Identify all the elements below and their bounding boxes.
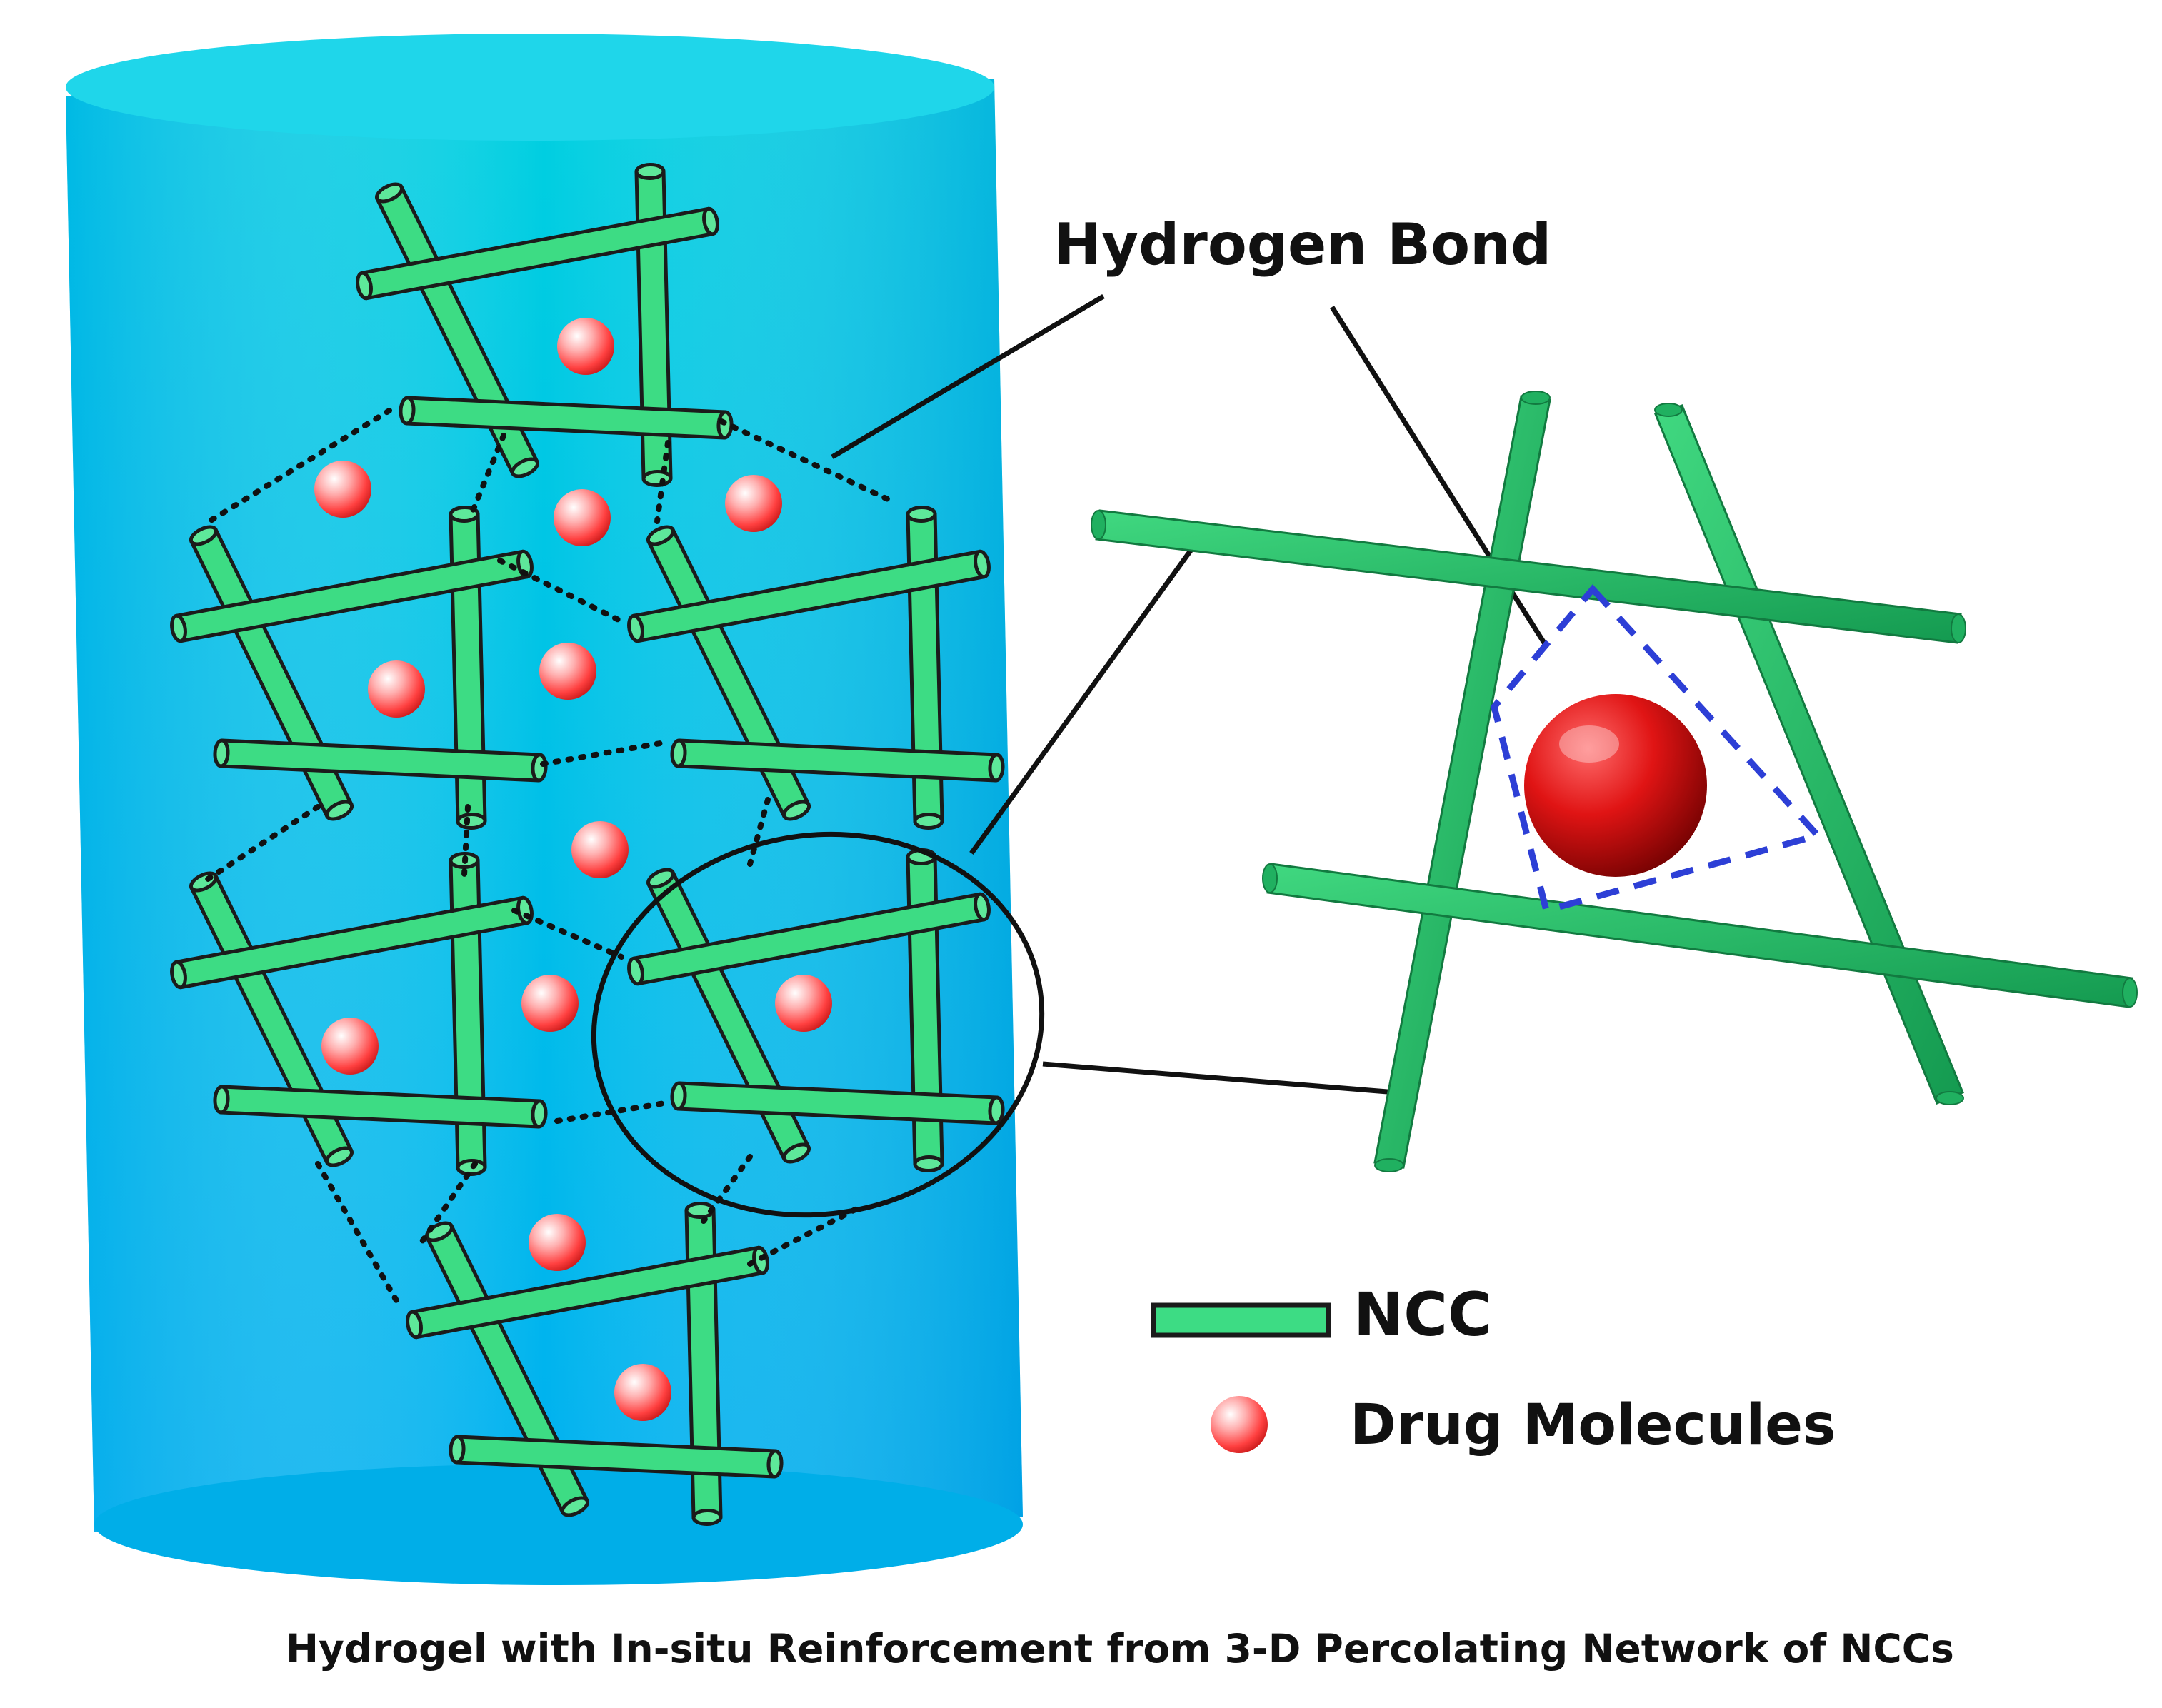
ncc-rod-end [406, 1310, 423, 1340]
drug-molecule-sphere [614, 1364, 671, 1421]
drug-molecule-sphere [314, 461, 371, 518]
ncc-rod-end [634, 162, 666, 181]
ncc-rod-end [781, 800, 811, 821]
ncc-rod-end [627, 613, 644, 643]
ncc-rod-end [906, 505, 937, 523]
red-sphere-icon [1211, 1396, 1268, 1453]
ncc-rod-end [324, 1146, 354, 1167]
ncc-rod-end [627, 956, 644, 986]
ncc-rod-end [670, 1081, 687, 1111]
ncc-rod-end [510, 457, 540, 478]
ncc-rod-end [974, 892, 991, 922]
legend: NCC Drug Molecules [1151, 1280, 1836, 1457]
drug-molecule-sphere [554, 489, 611, 546]
ncc-rod-end [531, 753, 548, 783]
ncc-rod-end [170, 960, 187, 990]
drug-molecule-sphere [539, 643, 596, 700]
ncc-rod-end [213, 1085, 230, 1115]
drug-molecule-sphere [725, 475, 782, 532]
ncc-rod-end [424, 1221, 454, 1242]
ncc-rod-end [560, 1496, 590, 1517]
ncc-network [170, 162, 1005, 1527]
ncc-rod-end [670, 738, 687, 768]
ncc-rod-end [766, 1449, 784, 1479]
legend-ncc-label: NCC [1353, 1280, 1492, 1350]
ncc-rod-end [356, 271, 373, 301]
hydrogel-cylinder [66, 34, 1023, 1585]
ncc-rod-end [449, 1435, 466, 1465]
zoom-indicator [591, 293, 1548, 1218]
ncc-rod-end [324, 800, 354, 821]
drug-molecule-sphere [529, 1214, 586, 1271]
zoom-rod-diagonal-right [1654, 404, 1964, 1105]
drug-molecules [314, 318, 832, 1421]
ncc-rod-end [374, 182, 404, 204]
ncc-rod-end [213, 738, 230, 768]
hydrogen-bond-label: Hydrogen Bond [1054, 211, 1551, 278]
legend-drug-molecules-label: Drug Molecules [1350, 1393, 1836, 1457]
drug-molecule-large [1524, 694, 1707, 877]
drug-molecule-sphere [571, 821, 629, 878]
ncc-rod-end [988, 753, 1005, 783]
drug-molecule-sphere [775, 975, 832, 1032]
ncc-rod-end [646, 525, 676, 546]
ncc-rod-end [399, 396, 416, 426]
zoom-rod-horizontal-bottom [1266, 863, 2133, 1008]
ncc-rod-end [781, 1142, 811, 1164]
ncc-rod-end [702, 206, 719, 236]
drug-molecule-sphere [521, 975, 579, 1032]
ncc-rod-end [456, 812, 487, 830]
drug-molecule-sphere [557, 318, 614, 375]
ncc-rod-end [189, 525, 219, 546]
ncc-rod-end [170, 613, 187, 643]
ncc-rod-end [531, 1099, 548, 1129]
drug-molecule-sphere [368, 660, 425, 718]
hydrogen-bond-links [201, 408, 892, 1310]
green-rod-icon [1151, 1302, 1331, 1338]
ncc-rod-end [974, 549, 991, 579]
figure-caption: Hydrogel with In-situ Reinforcement from… [286, 1626, 1954, 1672]
ncc-rod-end [913, 812, 944, 830]
ncc-rod-end [646, 868, 676, 889]
ncc-rod-end [913, 1155, 944, 1173]
zoom-rod-horizontal-top [1095, 509, 1962, 644]
ncc-rod-end [691, 1508, 723, 1527]
ncc-rod-end [641, 469, 673, 488]
ncc-rod-end [988, 1095, 1005, 1125]
zoomed-ncc-cell [1091, 391, 2138, 1172]
drug-molecule-sphere [321, 1018, 379, 1075]
